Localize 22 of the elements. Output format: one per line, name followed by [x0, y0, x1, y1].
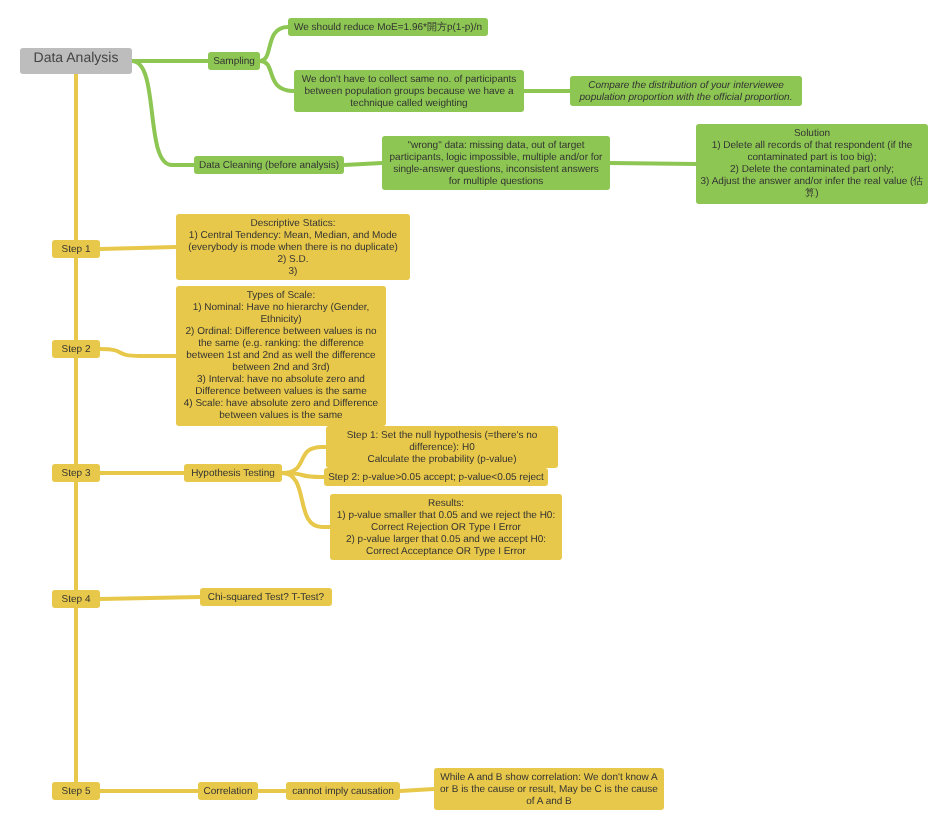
- connector-line: [281, 471, 324, 479]
- connector-line: [259, 59, 295, 93]
- connector-line: [259, 25, 289, 63]
- connector-line: [99, 347, 176, 358]
- connector-line: [524, 89, 570, 93]
- connector-line: [74, 74, 78, 240]
- connector-line: [74, 258, 78, 340]
- connector-line: [74, 358, 78, 464]
- connector-line: [281, 445, 326, 475]
- connector-line: [74, 608, 78, 782]
- connector-line: [399, 787, 435, 793]
- connector-line: [281, 471, 330, 529]
- connector-line: [609, 161, 697, 166]
- connector-line: [131, 59, 194, 167]
- connector-line: [132, 59, 208, 63]
- connector-line: [99, 595, 201, 601]
- connector-line: [343, 161, 383, 167]
- connector-line: [100, 789, 198, 793]
- connector-line: [258, 789, 286, 793]
- connector-line: [99, 245, 177, 251]
- connector-line: [100, 471, 184, 475]
- connector-line: [74, 482, 78, 590]
